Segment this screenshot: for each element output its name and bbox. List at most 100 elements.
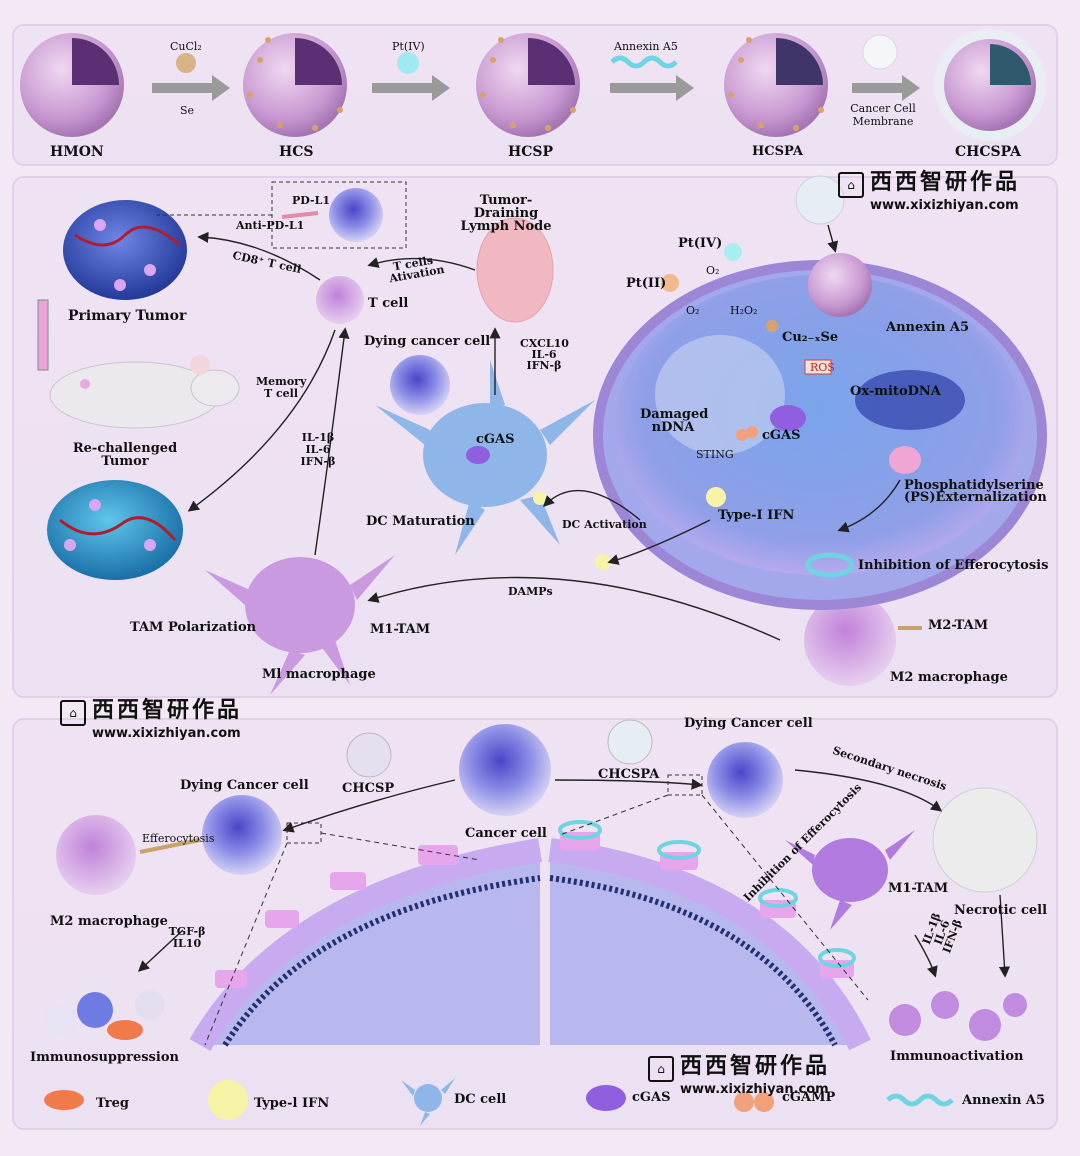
watermark-1: ⌂西西智研作品 www.xixizhiyan.com (838, 164, 1020, 213)
efferocytosis-link (139, 838, 201, 854)
mitochondrion (855, 370, 965, 430)
legend-treg-label: Treg (96, 1096, 129, 1111)
chcsp-particle-icon (346, 732, 392, 778)
hmon-particle (20, 33, 124, 137)
dying-cancer-cell-graphic (390, 355, 450, 415)
type-i-ifn-dot-2 (595, 554, 611, 570)
hcsp-particle (476, 33, 580, 137)
nucleus (655, 335, 785, 455)
legend-type-i-ifn-label: Type-l IFN (254, 1096, 330, 1111)
macrophage-cytokines-label: IL-1β IL-6 IFN-β (300, 431, 336, 468)
cgamp-icon (734, 1092, 774, 1112)
primary-tumor-label: Primary Tumor (68, 308, 187, 324)
pdl1-cell (329, 188, 383, 242)
cell-membrane-icon (862, 34, 898, 70)
cell-ptii-label: Pt(II) (626, 276, 667, 291)
hcspa-particle (724, 33, 828, 137)
dc-cell-icon (401, 1078, 455, 1126)
zoom-lines (204, 794, 869, 1046)
cell-damaged-label: Damaged nDNA (640, 407, 709, 435)
chcspa-particle (934, 29, 1046, 141)
stage-label-chcspa: CHCSPA (955, 144, 1021, 160)
cell-sting-label: STING (696, 448, 734, 461)
dying-cell-left-graphic (202, 795, 282, 875)
step1-bottom: Se (180, 104, 195, 117)
immunosuppression-label: Immunosuppression (30, 1050, 179, 1065)
lymph-node-graphic (476, 217, 554, 323)
step1-top: CuCl₂ (170, 40, 202, 53)
stage-label-hcs: HCS (279, 144, 314, 160)
m2-tam-label: M2-TAM (928, 618, 989, 633)
synthesis-arrows (152, 75, 920, 101)
cuse-dots (247, 37, 824, 131)
annexin-icon (886, 1093, 954, 1107)
rechallenged-label: Re-challenged Tumor (72, 441, 178, 469)
cell-ros-label: ROS (810, 361, 835, 374)
cell-annexin-label: Annexin A5 (886, 320, 970, 335)
tgf-label: TGF-β IL10 (168, 925, 206, 950)
chcspa-in-cell (808, 253, 872, 317)
m2-macrophage-label: M2 macrophage (890, 670, 1008, 685)
cgas-dc-icon (466, 446, 490, 464)
watermark-logo: ⌂ (60, 699, 86, 726)
cell-cgas-label: cGAS (762, 428, 801, 443)
dc-maturation-label: DC Maturation (366, 514, 475, 529)
middle-arrows (187, 224, 901, 641)
legend-cgas-label: cGAS (632, 1090, 671, 1105)
watermark-3: ⌂西西智研作品 www.xixizhiyan.com (648, 1048, 830, 1097)
m2-macrophage-bottom-graphic (56, 815, 136, 895)
dc-activation-label: DC Activation (562, 518, 647, 531)
m2-bottom-label: M2 macrophage (50, 914, 168, 929)
cell-efferocytosis-label: Inhibition of Efferocytosis (858, 558, 1049, 573)
stage-label-hmon: HMON (50, 144, 104, 160)
damps-label: DAMPs (508, 585, 553, 598)
type-i-ifn-icon (208, 1080, 248, 1120)
treg-icon (44, 1090, 84, 1110)
cell-ptiv-label: Pt(IV) (678, 236, 723, 251)
tcell-label: T cell (368, 296, 409, 311)
m1-tam-bottom-graphic (785, 830, 915, 930)
m1-tam-bottom-label: M1-TAM (888, 881, 949, 896)
chcspa-incoming (795, 175, 845, 225)
watermark-logo: ⌂ (838, 171, 864, 198)
chcspa-label: CHCSPA (598, 767, 660, 782)
cancer-cell-graphic (459, 724, 551, 816)
mouse-graphic (37, 299, 240, 429)
legend-dc-cell-label: DC cell (454, 1092, 507, 1107)
hcs-particle (243, 33, 347, 137)
zoom-box-left (286, 822, 322, 844)
cancer-cell-label: Cancer cell (465, 826, 547, 841)
step4-bottom: Cancer Cell Membrane (850, 102, 916, 128)
dying-cancer-cell-label: Dying cancer cell (364, 334, 491, 349)
immunoactivation-label: Immunoactivation (890, 1049, 1024, 1064)
dc-cytokines-label: CXCL10 IL-6 IFN-β (520, 337, 569, 372)
cucl2-icon (176, 53, 196, 73)
lymph-node-label: Tumor-Draining Lymph Node (460, 193, 552, 234)
cell-o2b-label: O₂ (686, 304, 700, 317)
ptiv-icon (397, 52, 419, 74)
membrane-section-left (189, 838, 542, 1052)
pdl1-label: PD-L1 (292, 194, 330, 207)
anti-pdl1-antibody (281, 211, 319, 219)
annexin-ring (805, 552, 855, 578)
chcspa-particle-icon (607, 719, 653, 765)
cell-h2o2-label: H₂O₂ (730, 304, 758, 317)
rechallenged-tumor-graphic (47, 480, 183, 580)
dying-left-label: Dying Cancer cell (180, 778, 309, 793)
immunoactivation-cluster (889, 991, 1027, 1041)
t-cell-graphic (316, 276, 364, 324)
m2-macrophage-graphic (804, 594, 896, 686)
membrane-section-right (548, 820, 871, 1051)
type-i-ifn-dot (533, 491, 547, 505)
cell-ps-label: Phosphatidylserine (PS)Externalization (904, 478, 1047, 505)
legend-cgamp-label: cGAMP (782, 1090, 836, 1105)
cgas-dc-label: cGAS (476, 432, 515, 447)
m1-tam-label: M1-TAM (370, 622, 431, 637)
dying-right-label: Dying Cancer cell (684, 716, 813, 731)
legend-annexin-label: Annexin A5 (962, 1093, 1046, 1108)
primary-tumor-graphic (63, 200, 187, 300)
cgas-icon (586, 1085, 626, 1111)
necrotic-cell-graphic (932, 787, 1038, 893)
step3-top: Annexin A5 (614, 40, 678, 53)
